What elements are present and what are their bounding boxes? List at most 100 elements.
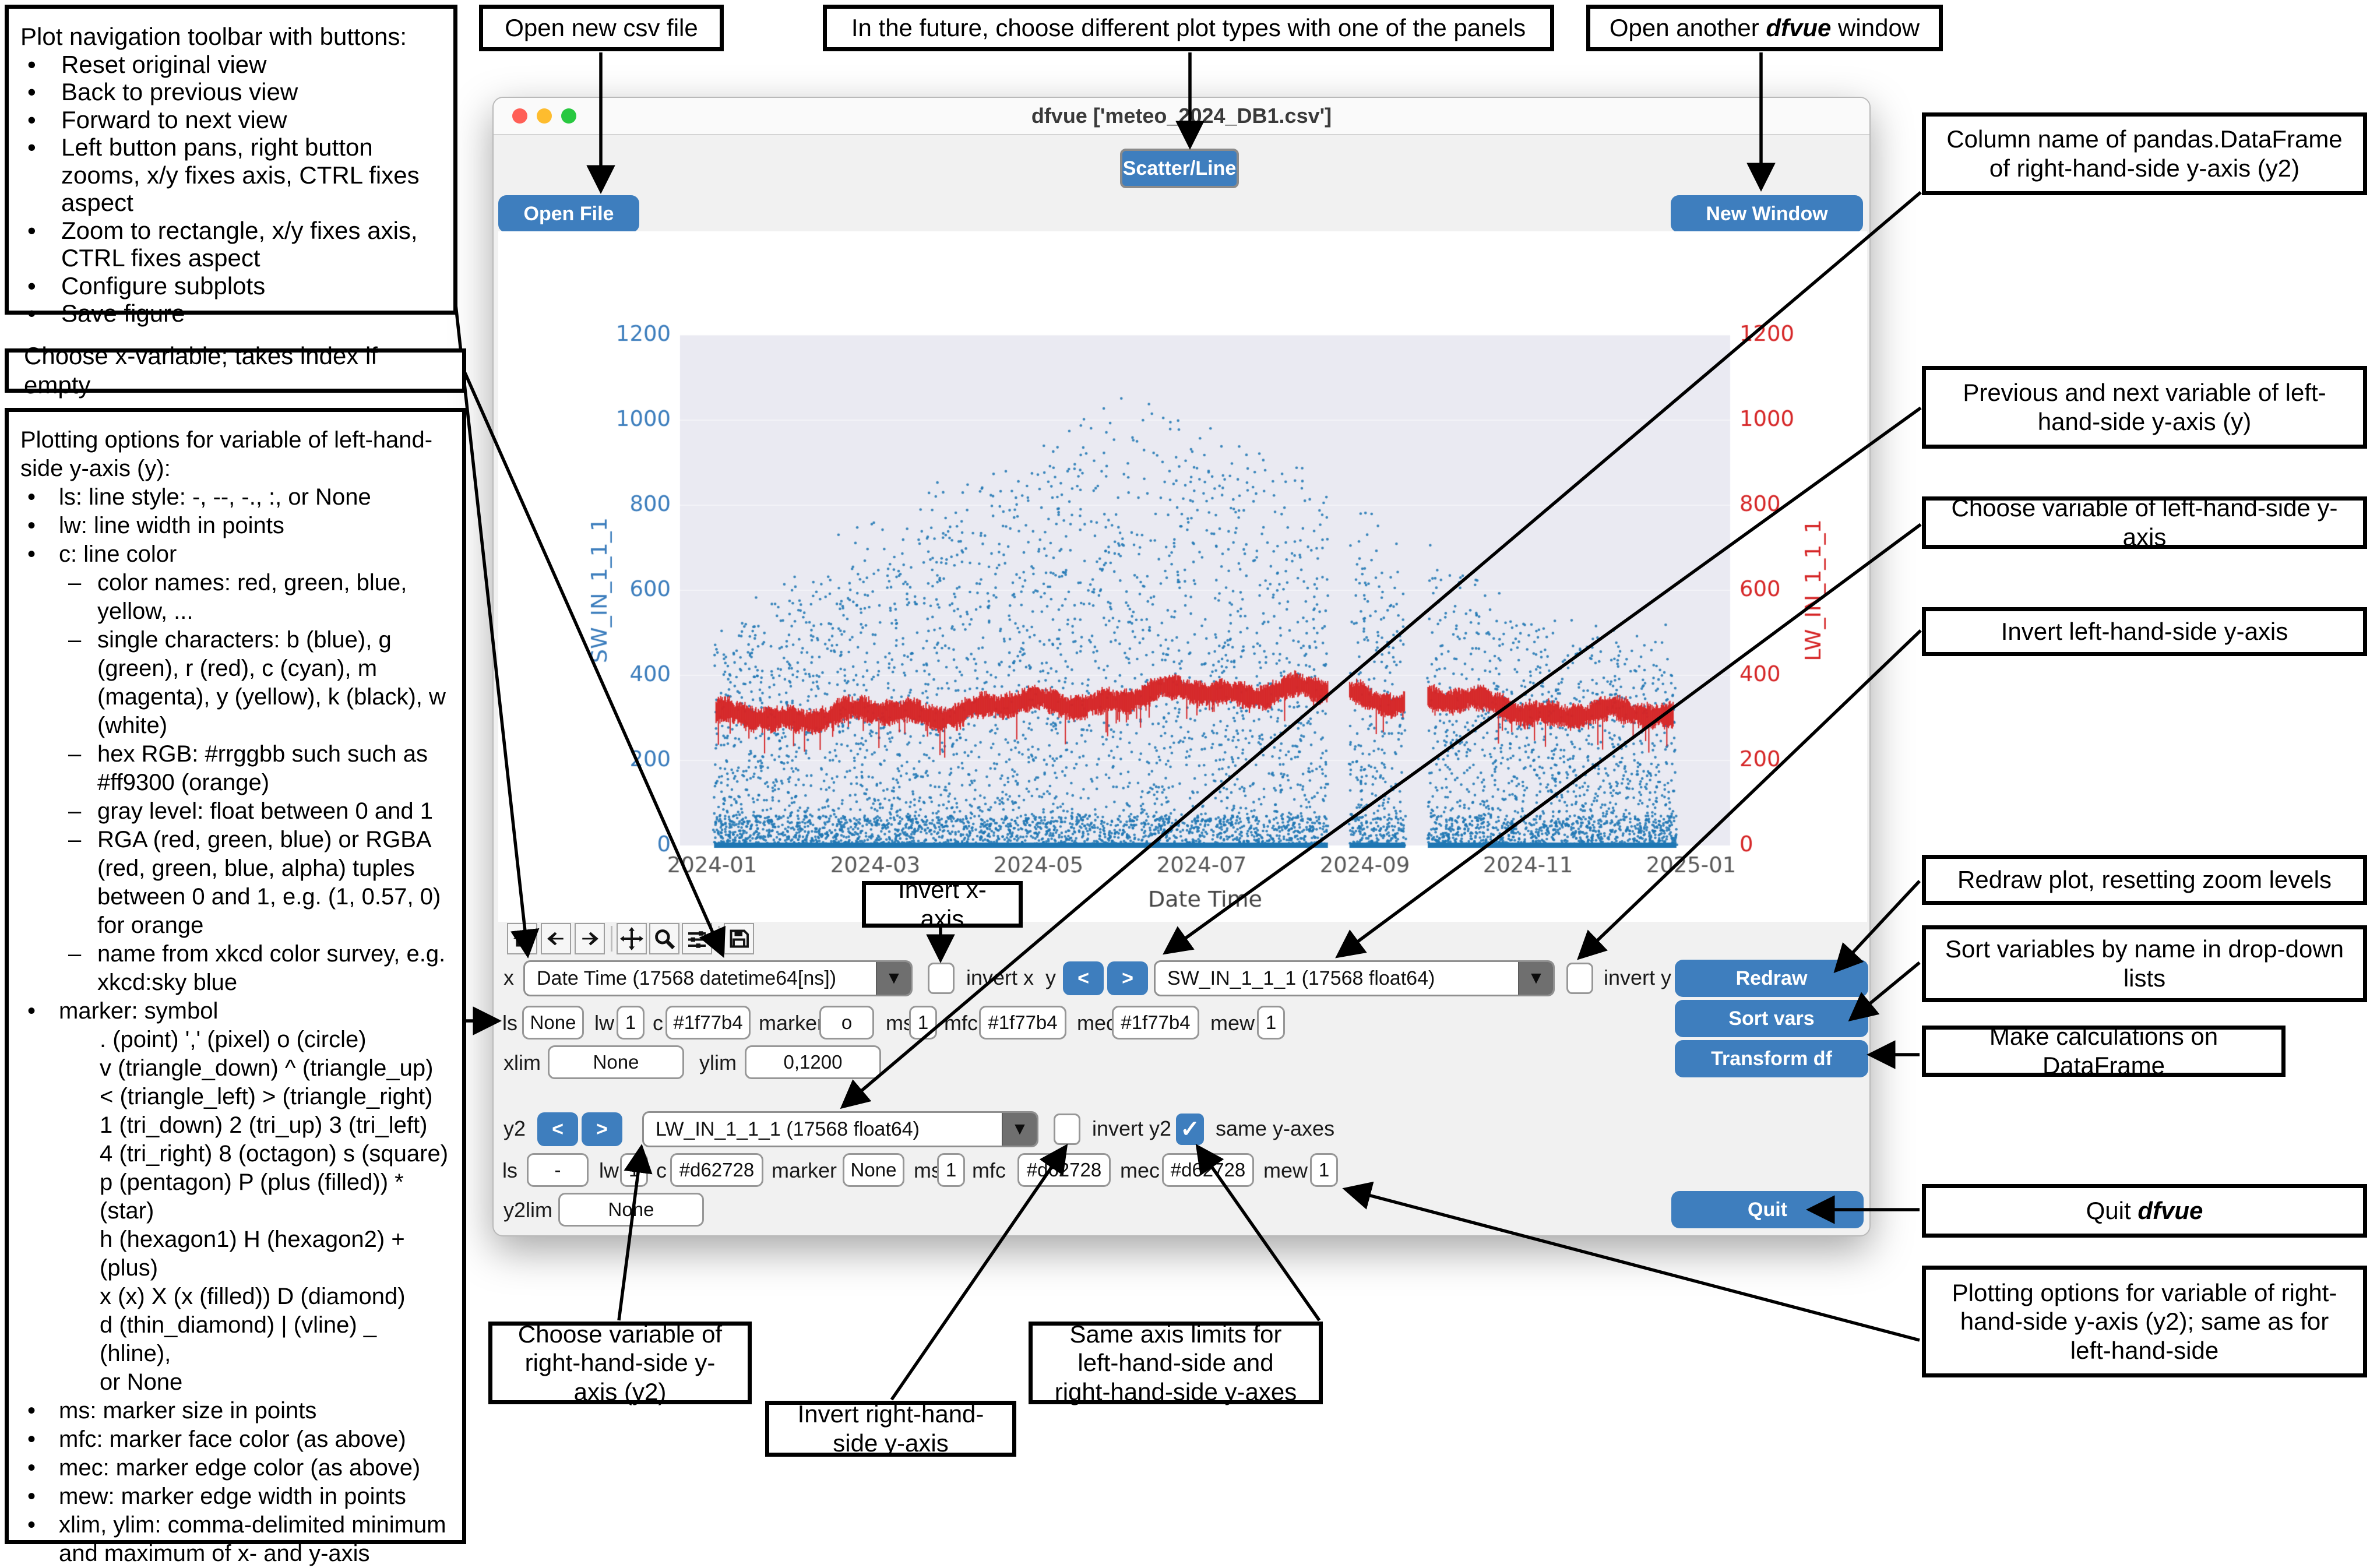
chevron-down-icon[interactable]: ▼ [1518, 962, 1553, 995]
callout-quit: Quit dfvue [1922, 1184, 2367, 1238]
ms2-field[interactable]: 1 [937, 1153, 965, 1187]
x-variable-dropdown[interactable]: Date Time (17568 datetime64[ns]) ▼ [523, 960, 913, 996]
list-item: d (thin_diamond) | (vline) _ (hline), [100, 1312, 377, 1366]
list-item: •Back to previous view [27, 78, 298, 105]
home-icon[interactable] [507, 923, 537, 954]
sort-vars-button[interactable]: Sort vars [1675, 1000, 1868, 1037]
list-item: •ls: line style: -, --, -., :, or None [27, 484, 371, 510]
c-field[interactable]: #1f77b4 [665, 1006, 751, 1040]
toolbar-separator [611, 926, 612, 952]
ls-field[interactable]: None [522, 1006, 584, 1040]
mec2-field[interactable]: #d62728 [1162, 1153, 1254, 1187]
c2-field[interactable]: #d62728 [670, 1153, 763, 1187]
list-item: •Reset original view [27, 50, 267, 78]
toolbar-separator [718, 926, 720, 952]
x-label: x [503, 966, 514, 989]
save-icon[interactable] [724, 923, 754, 954]
y2-label: y2 [503, 1116, 526, 1140]
callout-choose-y2: Choose variable of right-hand-side y-axi… [488, 1320, 752, 1405]
same-y-axes-label: same y-axes [1216, 1116, 1335, 1140]
new-window-button[interactable]: New Window [1671, 195, 1863, 232]
configure-subplots-icon[interactable] [682, 923, 712, 954]
callout-invert-y2: Invert right-hand-side y-axis [765, 1400, 1016, 1457]
callout-invert-x: Invert x-axis [862, 876, 1023, 932]
forward-icon[interactable] [575, 923, 605, 954]
y-label: y [1045, 966, 1056, 989]
list-item: or None [100, 1369, 183, 1395]
list-item: •xlim, ylim: comma-delimited minimum and… [27, 1512, 446, 1566]
y2lim-field[interactable]: None [558, 1193, 704, 1227]
marker2-field[interactable]: None [843, 1153, 904, 1187]
transform-df-button[interactable]: Transform df [1675, 1040, 1868, 1077]
lw2-field[interactable]: 1 [620, 1153, 648, 1187]
mfc-label: mfc [944, 1011, 978, 1035]
maximize-window-icon[interactable] [561, 108, 576, 124]
invert-y-label: invert y [1604, 966, 1672, 989]
list-item: –hex RGB: #rrggbb such such as #ff9300 (… [68, 741, 428, 795]
chevron-down-icon[interactable]: ▼ [1002, 1113, 1037, 1146]
y2-variable-dropdown[interactable]: LW_IN_1_1_1 (17568 float64) ▼ [642, 1111, 1038, 1147]
list-item: •ms: marker size in points [27, 1398, 317, 1423]
invert-y2-checkbox[interactable] [1054, 1114, 1080, 1145]
list-item: h (hexagon1) H (hexagon2) + (plus) [100, 1227, 405, 1281]
list-item: x (x) X (x (filled)) D (diamond) [100, 1284, 406, 1309]
y-variable-dropdown[interactable]: SW_IN_1_1_1 (17568 float64) ▼ [1154, 960, 1555, 996]
pan-icon[interactable] [617, 923, 647, 954]
callout-y2-options: Plotting options for variable of right-h… [1922, 1266, 2367, 1377]
list-item: •mew: marker edge width in points [27, 1484, 406, 1509]
y2-next-button[interactable]: > [582, 1112, 622, 1146]
mec-field[interactable]: #1f77b4 [1112, 1006, 1199, 1040]
list-item: p (pentagon) P (plus (filled)) * (star) [100, 1169, 404, 1224]
callout-invert-y: Invert left-hand-side y-axis [1922, 607, 2367, 656]
ls2-label: ls [502, 1158, 517, 1182]
plot-type-tab[interactable]: Scatter/Line [1120, 149, 1239, 188]
callout-redraw: Redraw plot, resetting zoom levels [1922, 855, 2367, 905]
mfc2-field[interactable]: #d62728 [1017, 1153, 1111, 1187]
callout-nav-toolbar: Plot navigation toolbar with buttons: •R… [5, 5, 457, 327]
invert-x-label: invert x [966, 966, 1034, 989]
redraw-button[interactable]: Redraw [1675, 960, 1868, 997]
list-item: •c: line color [27, 541, 177, 567]
callout-open-window: Open another dfvue window [1586, 5, 1943, 51]
marker-label: marker [759, 1011, 825, 1035]
mew2-label: mew [1263, 1158, 1308, 1182]
list-item: –color names: red, green, blue, yellow, … [68, 570, 407, 624]
xlim-label: xlim [503, 1051, 541, 1074]
marker2-label: marker [772, 1158, 837, 1182]
quit-button[interactable]: Quit [1671, 1191, 1864, 1228]
xlim-field[interactable]: None [548, 1045, 684, 1079]
list-item: –name from xkcd color survey, e.g. xkcd:… [68, 941, 446, 995]
callout-column-y2: Column name of pandas.DataFrame of right… [1922, 112, 2367, 195]
mew2-field[interactable]: 1 [1310, 1153, 1338, 1187]
close-window-icon[interactable] [512, 108, 527, 124]
y2-prev-button[interactable]: < [537, 1112, 578, 1146]
marker-field[interactable]: o [819, 1006, 874, 1040]
lw-field[interactable]: 1 [617, 1006, 645, 1040]
invert-y-checkbox[interactable] [1566, 963, 1593, 994]
list-item: –gray level: float between 0 and 1 [68, 798, 433, 824]
ylim-field[interactable]: 0,1200 [745, 1045, 881, 1079]
callout-prev-next: Previous and next variable of left-hand-… [1922, 366, 2367, 449]
ls2-field[interactable]: - [527, 1153, 589, 1187]
mew-field[interactable]: 1 [1257, 1006, 1285, 1040]
back-icon[interactable] [541, 923, 571, 954]
list-item: •Zoom to rectangle, x/y fixes axis, CTRL… [27, 216, 418, 272]
y-prev-button[interactable]: < [1063, 961, 1104, 995]
same-y-axes-checkbox[interactable]: ✓ [1176, 1114, 1204, 1145]
callout-same-axes: Same axis limits for left-hand-side and … [1029, 1320, 1323, 1405]
zoom-icon[interactable] [649, 923, 679, 954]
mfc-field[interactable]: #1f77b4 [979, 1006, 1066, 1040]
open-file-button[interactable]: Open File [498, 195, 639, 232]
ms-field[interactable]: 1 [909, 1006, 937, 1040]
invert-x-checkbox[interactable] [928, 963, 955, 994]
c-label: c [653, 1011, 663, 1035]
minimize-window-icon[interactable] [537, 108, 552, 124]
callout-plot-options-left: Plotting options for variable of left-ha… [5, 408, 466, 1566]
list-item: –RGA (red, green, blue) or RGBA (red, gr… [68, 827, 441, 938]
callout-plot-types: In the future, choose different plot typ… [823, 5, 1554, 51]
list-item: •lw: line width in points [27, 513, 284, 538]
title-bar: dfvue ['meteo_2024_DB1.csv'] [494, 98, 1869, 135]
chevron-down-icon[interactable]: ▼ [876, 962, 911, 995]
plot-canvas[interactable] [498, 231, 1867, 922]
y-next-button[interactable]: > [1107, 961, 1148, 995]
